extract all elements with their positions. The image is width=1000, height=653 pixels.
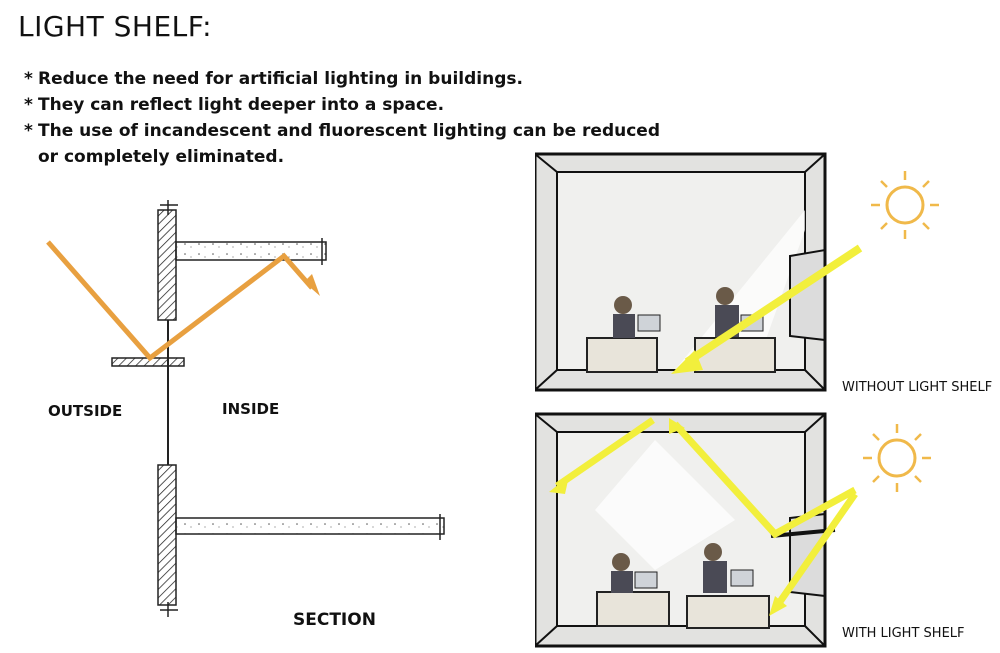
reflected-sunbeam-arrows [555, 417, 858, 609]
room-without-light-shelf [535, 152, 939, 392]
ray-arrowhead [304, 274, 320, 296]
person-at-desk-icon [716, 287, 734, 305]
bullet-list: *Reduce the need for artificial lighting… [24, 66, 660, 170]
upper-wall [157, 200, 178, 321]
page-title: LIGHT SHELF: [18, 10, 213, 43]
outside-label: OUTSIDE [48, 402, 123, 420]
person-at-desk-icon [612, 553, 630, 571]
bullet-item: *The use of incandescent and fluorescent… [24, 121, 661, 167]
sun-icon [871, 171, 939, 239]
desk-left [586, 296, 661, 373]
desk-right [686, 543, 770, 629]
inside-label: INSIDE [222, 400, 280, 418]
caption-without-light-shelf: WITHOUT LIGHT SHELF [842, 380, 993, 395]
reflected-light-ray [46, 240, 314, 362]
section-diagram [46, 200, 445, 617]
lower-slab [175, 514, 445, 540]
upper-slab [175, 238, 327, 265]
person-at-desk-icon [614, 296, 632, 314]
bullet-item: *Reduce the need for artificial lighting… [24, 69, 523, 89]
section-label: SECTION [293, 610, 376, 630]
person-at-desk-icon [704, 543, 722, 561]
sun-icon [863, 424, 931, 492]
room-with-light-shelf [535, 412, 931, 648]
desk-left [596, 553, 670, 627]
caption-with-light-shelf: WITH LIGHT SHELF [842, 626, 965, 641]
bullet-item: *They can reflect light deeper into a sp… [24, 95, 445, 115]
sunbeam-arrow [671, 244, 863, 374]
lower-wall [157, 464, 178, 617]
